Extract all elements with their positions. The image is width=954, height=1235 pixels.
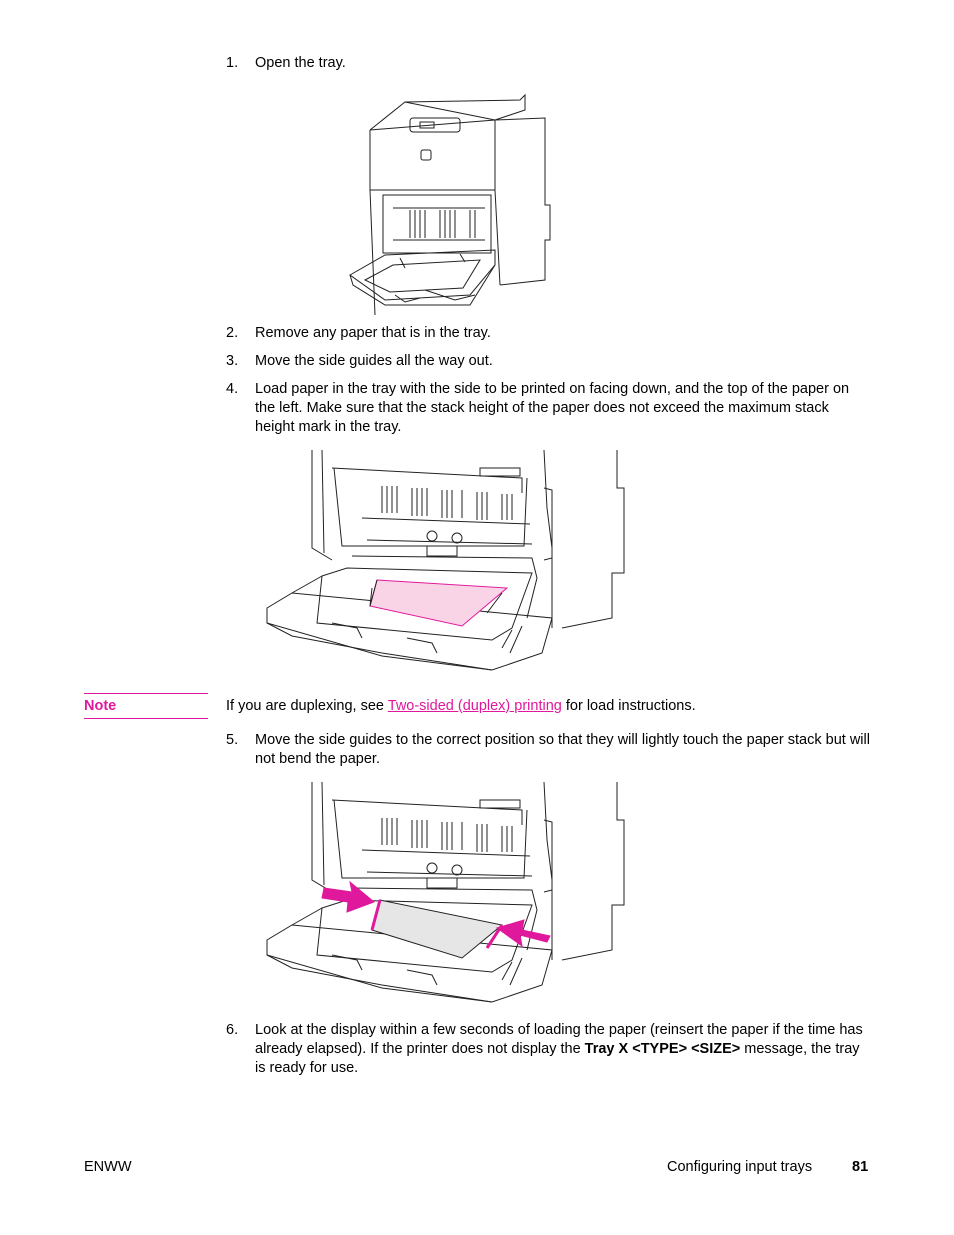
note-text: If you are duplexing, see Two-sided (dup…: [226, 697, 696, 716]
footer-section-title: Configuring input trays: [667, 1159, 813, 1175]
note-text-before: If you are duplexing, see: [226, 698, 388, 714]
step-text: Move the side guides to the correct posi…: [255, 732, 870, 767]
duplex-printing-link[interactable]: Two-sided (duplex) printing: [387, 698, 562, 714]
step-text-before: Look at the display within a few seconds…: [255, 1022, 863, 1057]
tray-side-guides-illustration: [266, 781, 625, 1003]
footer-left: ENWW: [84, 1159, 132, 1175]
note-text-after: for load instructions.: [561, 698, 696, 714]
step-text: Move the side guides all the way out.: [255, 353, 493, 369]
page-number: 81: [852, 1159, 869, 1175]
step-text-after: message, the tray is ready for use.: [255, 1041, 860, 1076]
step-number: 1.: [226, 55, 239, 71]
step-number: 5.: [226, 732, 239, 748]
step-number: 4.: [226, 381, 239, 397]
step-number: 6.: [226, 1022, 239, 1038]
step-text: Load paper in the tray with the side to …: [255, 381, 850, 435]
step-text: Open the tray.: [255, 55, 346, 71]
tray-message-text: Tray X <TYPE> <SIZE>: [584, 1041, 741, 1057]
step-number: 2.: [226, 325, 239, 341]
step-text: Look at the display within a few seconds…: [255, 1021, 870, 1078]
step-text: Remove any paper that is in the tray.: [255, 325, 491, 341]
tray-loaded-paper-illustration: [266, 449, 625, 671]
step-number: 3.: [226, 353, 239, 369]
note-label: Note: [84, 693, 208, 719]
printer-open-tray-illustration: [349, 93, 551, 315]
